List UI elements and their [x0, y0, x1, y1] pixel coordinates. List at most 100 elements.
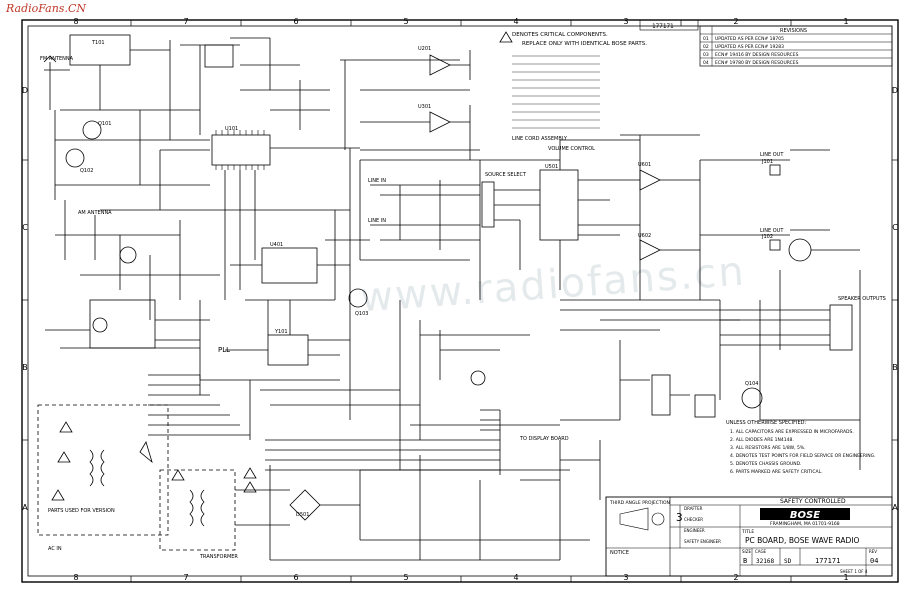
- level-number: 3: [676, 511, 683, 524]
- component-ref: U301: [418, 104, 431, 110]
- to-display-board-label: TO DISPLAY BOARD: [519, 436, 569, 442]
- component-ref: Q103: [355, 311, 368, 317]
- critical-note: DENOTES CRITICAL COMPONENTS. REPLACE ONL…: [512, 32, 647, 129]
- safety-controlled-label: SAFETY CONTROLLED: [780, 498, 846, 505]
- parts-used-label: PARTS USED FOR VERSION: [48, 508, 115, 514]
- drawing-frame: [21, 19, 899, 583]
- column-label: 3: [623, 573, 628, 582]
- row-label: D: [22, 86, 28, 95]
- am-antenna-label: AM ANTENNA: [78, 210, 112, 216]
- column-label: 1: [843, 573, 848, 582]
- revision-description: UPDATED AS PER ECN# 19283: [715, 44, 784, 50]
- column-ticks: [130, 20, 792, 582]
- row-label: A: [22, 503, 28, 512]
- revision-description: UPDATED AS PER ECN# 18705: [715, 36, 784, 42]
- column-label: 7: [183, 573, 188, 582]
- column-label: 2: [733, 573, 738, 582]
- transformer-label: TRANSFORMER: [199, 554, 238, 560]
- drawing-number: 177171: [815, 557, 840, 565]
- sheet-number: SHEET 1 OF 4: [840, 569, 868, 574]
- drawing-title: PC BOARD, BOSE WAVE RADIO: [745, 536, 860, 545]
- safety-engineer-label: SAFETY ENGINEER: [684, 539, 721, 544]
- note-line: 3. ALL RESISTORS ARE 1/8W, 5%.: [730, 445, 806, 451]
- column-label: 2: [733, 17, 738, 26]
- component-ref: U401: [270, 242, 283, 248]
- line-out-label-2: LINE OUT: [760, 228, 784, 234]
- pll-label: PLL: [218, 346, 230, 354]
- volume-control-label: VOLUME CONTROL: [548, 146, 595, 152]
- column-label: 7: [183, 17, 188, 26]
- site-watermark: RadioFans.CN: [6, 2, 86, 15]
- component-ref: U201: [418, 46, 431, 52]
- row-label: B: [22, 363, 28, 372]
- notes-heading: UNLESS OTHERWISE SPECIFIED:: [726, 420, 806, 426]
- note-line: 6. PARTS MARKED ARE SAFETY CRITICAL.: [730, 469, 823, 475]
- revisions-doc-no: 177171: [652, 23, 674, 30]
- component-ref: J101: [761, 159, 773, 165]
- revision-number: 01: [703, 36, 709, 42]
- general-notes: UNLESS OTHERWISE SPECIFIED: 1. ALL CAPAC…: [726, 420, 876, 475]
- component-ref: T101: [91, 40, 105, 46]
- note-line: 5. DENOTES CHASSIS GROUND.: [730, 461, 801, 467]
- component-ref: Q101: [98, 121, 111, 127]
- column-label: 8: [73, 17, 78, 26]
- cage-value: 32168: [756, 558, 774, 565]
- row-label: A: [892, 503, 898, 512]
- row-label: C: [22, 223, 28, 232]
- revision-number: 02: [703, 44, 709, 50]
- brand-address: FRAMINGHAM, MA 01701-9168: [770, 521, 840, 527]
- component-refs: T101 Q101 Q102 Q103 Q104 U101 U201 U301 …: [80, 40, 773, 518]
- inner-frame: [27, 25, 893, 577]
- size-field-label: SIZE: [742, 549, 751, 554]
- row-labels: D C B A D C B A: [22, 86, 898, 512]
- line-in-r-label: LINE IN: [368, 218, 386, 224]
- row-label: C: [892, 223, 898, 232]
- row-label: D: [892, 86, 898, 95]
- component-ref: U602: [638, 233, 651, 239]
- row-label: B: [892, 363, 898, 372]
- wiring: [37, 34, 861, 561]
- scale-value: SD: [784, 558, 792, 565]
- checker-label: CHECKER: [684, 517, 703, 522]
- revisions-block: 177171 REVISIONS 01 UPDATED AS PER ECN# …: [639, 19, 893, 67]
- speaker-outputs-label: SPEAKER OUTPUTS: [838, 296, 886, 302]
- fm-antenna-label: FM ANTENNA: [40, 56, 74, 62]
- critical-note-line2: REPLACE ONLY WITH IDENTICAL BOSE PARTS.: [522, 41, 647, 47]
- column-labels-bottom: 8 7 6 5 4 3 2 1: [73, 573, 848, 582]
- column-label: 5: [403, 573, 408, 582]
- revisions-title: REVISIONS: [780, 28, 807, 34]
- revision-number: 03: [703, 52, 709, 58]
- component-ref: U101: [225, 126, 238, 132]
- column-label: 4: [513, 17, 518, 26]
- component-ref: D501: [296, 512, 309, 518]
- column-label: 3: [623, 17, 628, 26]
- component-ref: Q104: [745, 381, 758, 387]
- line-in-l-label: LINE IN: [368, 178, 386, 184]
- title-field-label: TITLE: [741, 529, 754, 535]
- component-ref: U501: [545, 164, 558, 170]
- drafter-label: DRAFTER: [684, 506, 703, 511]
- column-labels-top: 8 7 6 5 4 3 2 1: [73, 17, 848, 26]
- line-cord-label: LINE CORD ASSEMBLY: [512, 136, 568, 142]
- transistor-symbol: [119, 246, 137, 264]
- column-label: 6: [293, 573, 298, 582]
- title-block: THIRD ANGLE PROJECTION NOTICE SAFETY CON…: [605, 496, 893, 577]
- note-line: 2. ALL DIODES ARE 1N4148.: [730, 437, 794, 443]
- component-ref: J102: [761, 234, 773, 240]
- revision-description: ECN# 19416 BY DESIGN RESOURCES: [715, 52, 799, 58]
- component-ref: U601: [638, 162, 651, 168]
- ac-in-label: AC IN: [48, 546, 62, 552]
- column-label: 6: [293, 17, 298, 26]
- third-angle-label: THIRD ANGLE PROJECTION: [609, 500, 670, 506]
- rev-field-label: REV: [869, 549, 877, 554]
- source-select-label: SOURCE SELECT: [485, 172, 527, 178]
- component-ref: Y101: [274, 329, 288, 335]
- notice-label: NOTICE: [610, 550, 629, 556]
- brand-logo: BOSE: [790, 510, 820, 521]
- note-line: 4. DENOTES TEST POINTS FOR FIELD SERVICE…: [730, 453, 876, 459]
- revision-description: ECN# 19780 BY DESIGN RESOURCES: [715, 60, 799, 66]
- column-label: 5: [403, 17, 408, 26]
- column-label: 1: [843, 17, 848, 26]
- column-label: 8: [73, 573, 78, 582]
